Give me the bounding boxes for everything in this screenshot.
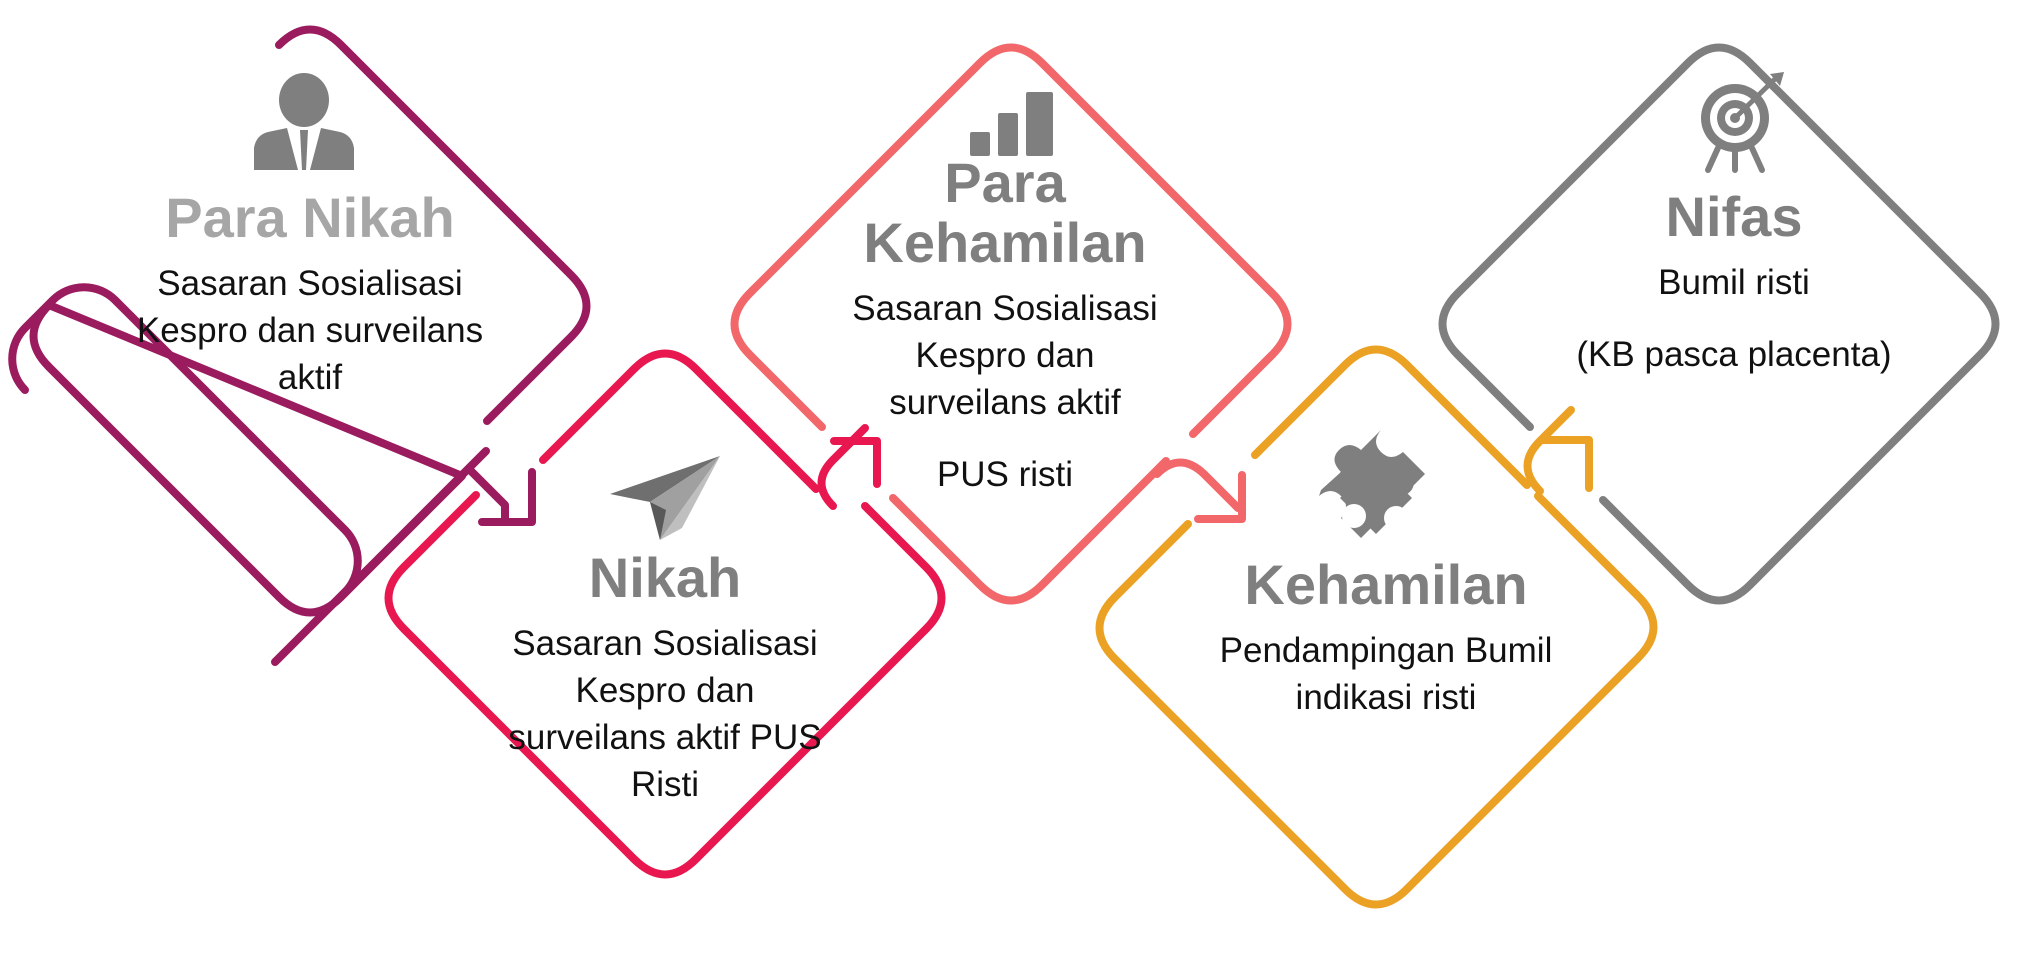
stage-title: Nikah xyxy=(588,546,742,609)
stage-line: aktif xyxy=(277,358,343,397)
person-icon xyxy=(254,73,354,170)
diamond-nifas xyxy=(1438,43,2000,605)
stage-extra-line: PUS risti xyxy=(936,455,1074,494)
stage-kehamilan: Kehamilan Pendampingan Bumil indikasi ri… xyxy=(1176,555,1596,721)
stage-title-line: Kehamilan xyxy=(863,211,1147,274)
stage-extra-line: (KB pasca placenta) xyxy=(1576,335,1892,374)
stage-line: Sasaran Sosialisasi xyxy=(852,289,1158,328)
stage-title: Nifas xyxy=(1665,185,1803,248)
stage-line: Bumil risti xyxy=(1658,263,1810,302)
stage-line: surveilans aktif PUS xyxy=(508,718,822,757)
stage-para-kehamilan: Para Kehamilan Sasaran Sosialisasi Kespr… xyxy=(795,153,1215,498)
target-icon xyxy=(1701,72,1784,173)
stage-line: Risti xyxy=(630,765,700,804)
stage-line: Kespro dan xyxy=(575,671,755,710)
arrow-nikah-to-para-kehamilan xyxy=(830,437,881,488)
paper-plane-icon xyxy=(610,456,720,540)
stage-line: Kespro dan surveilans xyxy=(136,311,484,350)
stage-line: Pendampingan Bumil xyxy=(1219,631,1553,670)
puzzle-icon xyxy=(1319,410,1425,538)
stage-title-line: Para xyxy=(944,151,1066,214)
stage-line: surveilans aktif xyxy=(889,383,1121,422)
arrow-para-kehamilan-to-kehamilan xyxy=(1153,458,1246,523)
arrow-para-nikah-to-nikah xyxy=(466,466,536,526)
stage-line: Sasaran Sosialisasi xyxy=(512,624,818,663)
stage-para-nikah: Para Nikah Sasaran Sosialisasi Kespro da… xyxy=(100,188,520,401)
stage-title: Kehamilan xyxy=(1244,553,1528,616)
diamond-kehamilan xyxy=(1095,345,1658,909)
arrow-kehamilan-to-nifas xyxy=(1523,406,1593,495)
bar-chart-icon xyxy=(970,92,1053,156)
diamond-para-nikah-outline xyxy=(29,25,591,617)
diamond-para-kehamilan xyxy=(730,43,1292,605)
diamond-nikah xyxy=(384,349,946,879)
stage-nifas: Nifas Bumil risti (KB pasca placenta) xyxy=(1524,187,1944,378)
stage-line: Sasaran Sosialisasi xyxy=(157,264,463,303)
stage-line: Kespro dan xyxy=(915,336,1095,375)
stage-title: Para Nikah xyxy=(165,186,455,249)
stage-line: indikasi risti xyxy=(1295,678,1477,717)
stage-nikah: Nikah Sasaran Sosialisasi Kespro dan sur… xyxy=(455,548,875,808)
